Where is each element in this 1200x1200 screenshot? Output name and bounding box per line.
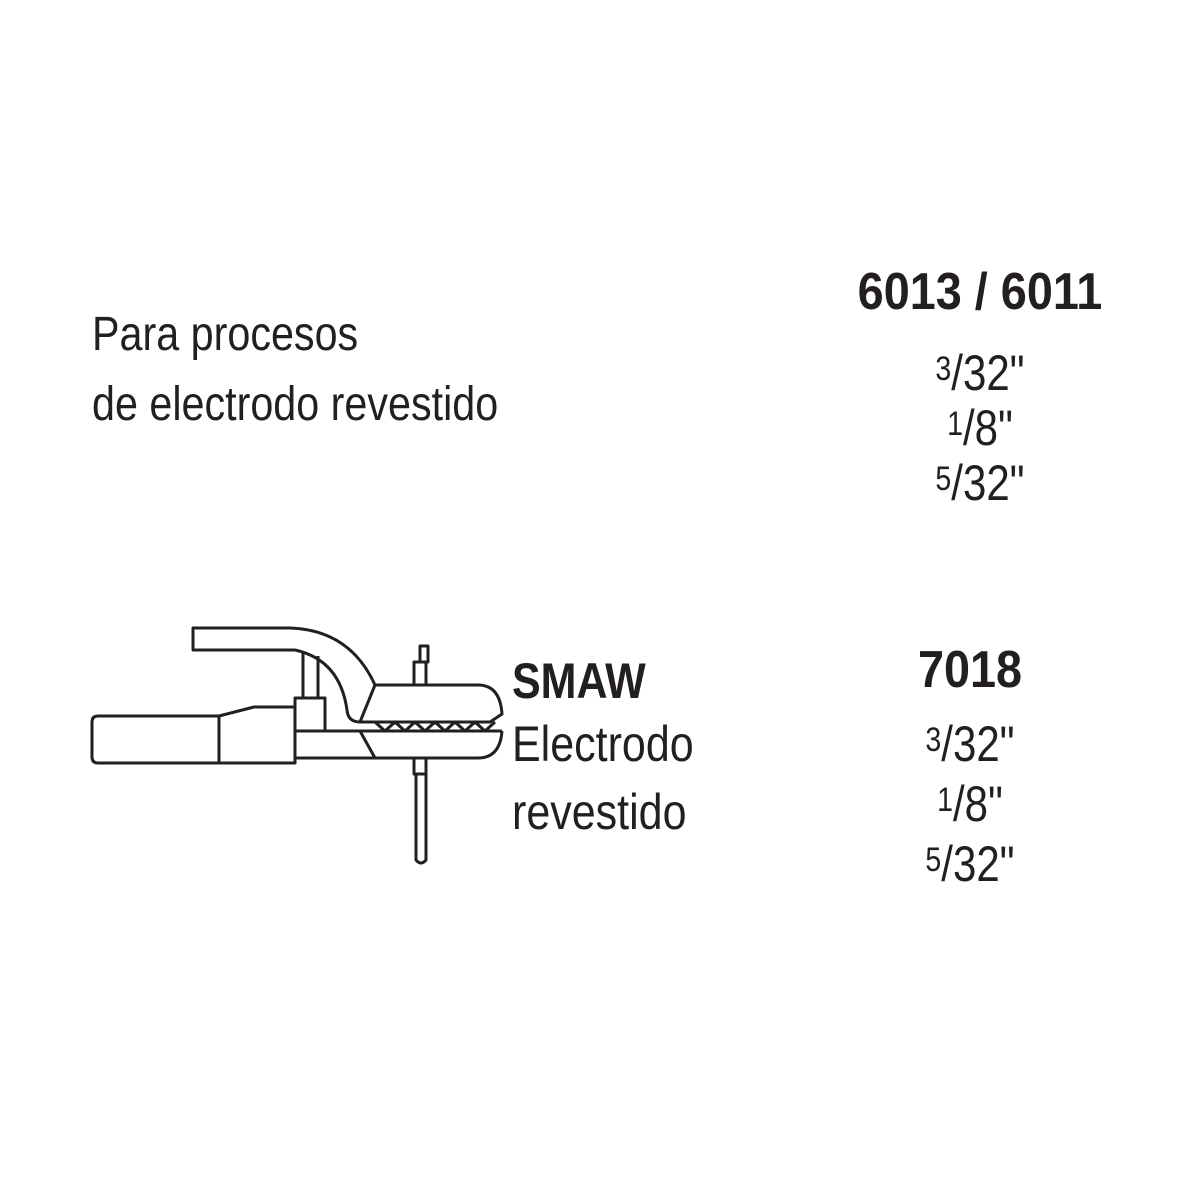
process-description: Para procesos de electrodo revestido [92, 300, 498, 440]
size-item: 1/8" [947, 400, 1013, 456]
description-line-2: de electrodo revestido [92, 378, 499, 431]
electrode-code: 6013 / 6011 [857, 263, 1103, 321]
size-item: 5/32" [935, 455, 1025, 511]
electrode-holder-icon [90, 626, 504, 865]
size-item: 3/32" [925, 716, 1015, 772]
process-title: SMAW [512, 653, 646, 709]
size-list: 3/32" 1/8" 5/32" [819, 714, 1121, 894]
electrode-group-6013-6011: 6013 / 6011 3/32" 1/8" 5/32" [800, 262, 1160, 511]
process-line-1: Electrodo [512, 716, 694, 772]
size-list: 3/32" 1/8" 5/32" [829, 346, 1131, 511]
description-line-1: Para procesos [92, 308, 359, 361]
process-label: SMAW Electrodo revestido [512, 652, 694, 846]
size-item: 5/32" [925, 836, 1015, 892]
electrode-code: 7018 [917, 641, 1023, 699]
size-item: 1/8" [937, 776, 1003, 832]
process-line-2: revestido [512, 784, 687, 840]
electrode-group-7018: 7018 3/32" 1/8" 5/32" [790, 640, 1150, 894]
size-item: 3/32" [935, 345, 1025, 401]
